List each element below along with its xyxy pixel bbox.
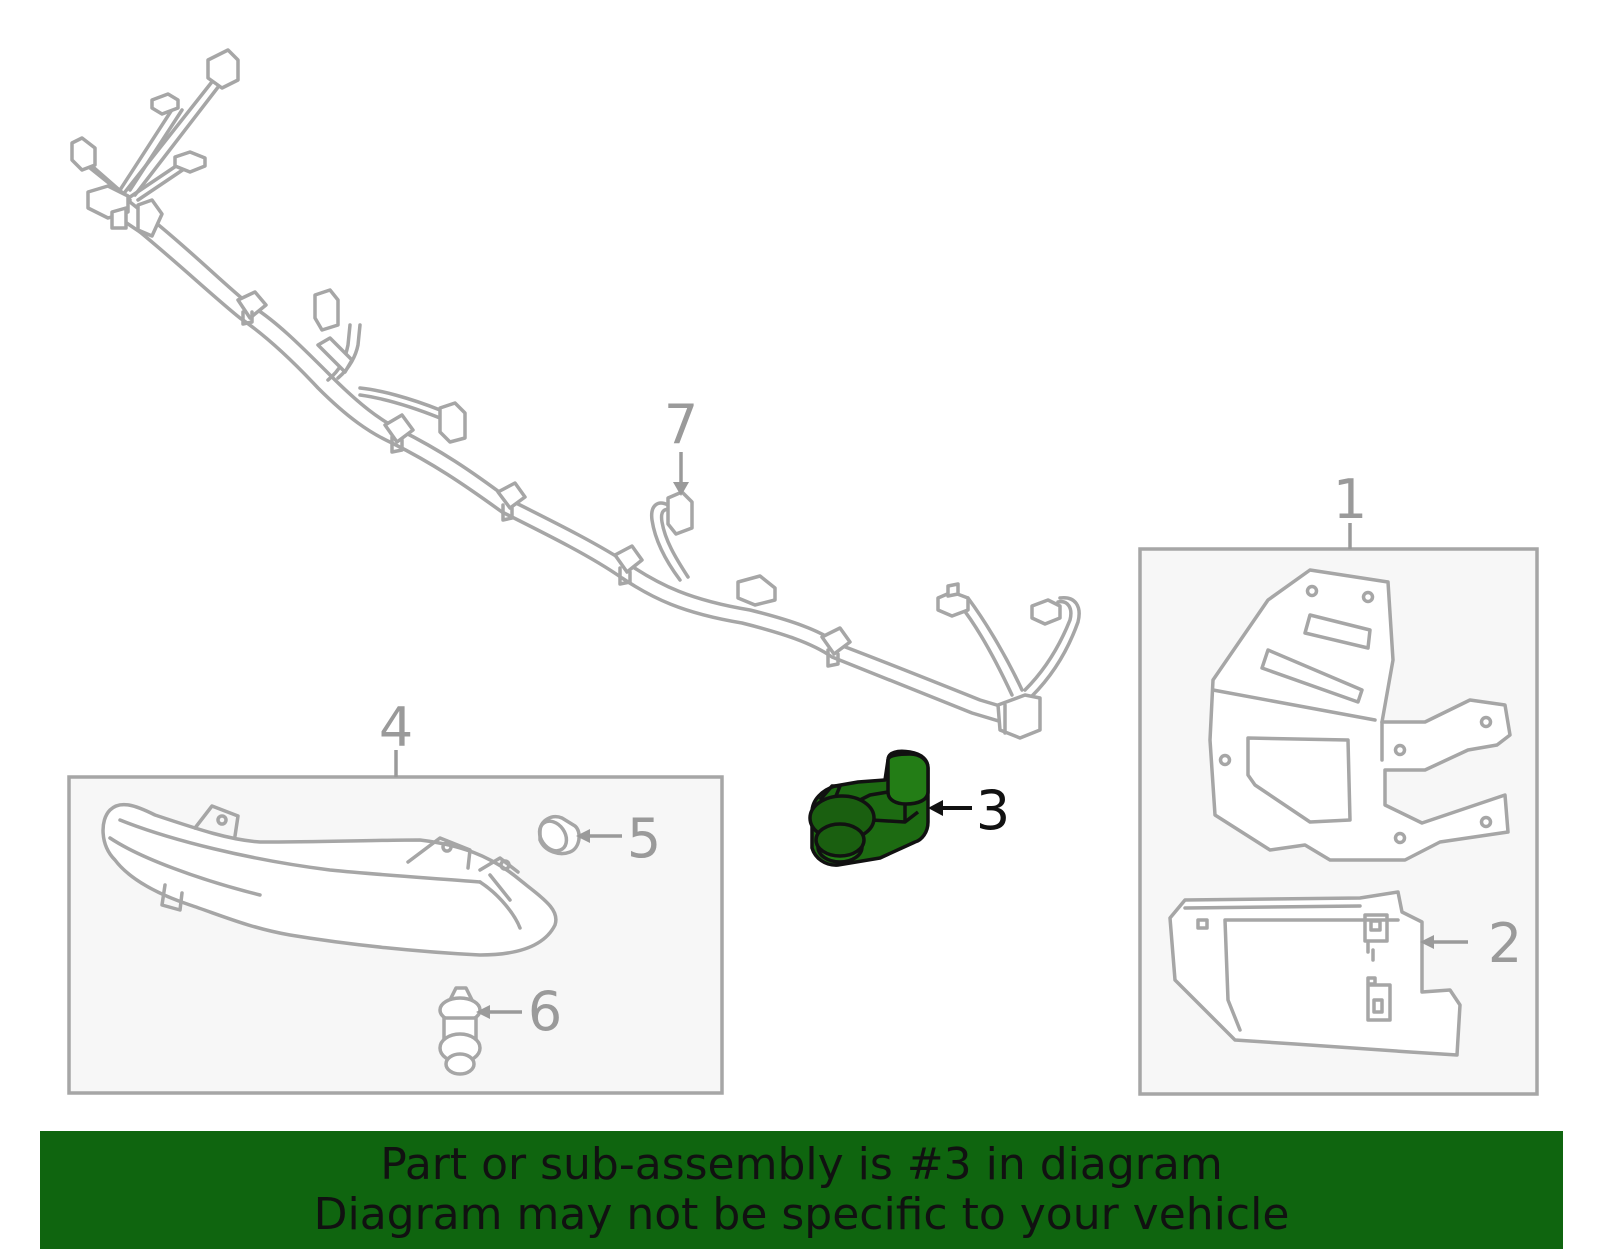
info-banner: Part or sub-assembly is #3 in diagram Di… [40, 1131, 1563, 1249]
sensor-bracket [1208, 568, 1512, 862]
callout-4-label: 4 [379, 696, 413, 759]
callout-2-label: 2 [1488, 912, 1522, 975]
reflector-group-box: 4 [67, 696, 724, 1095]
banner-line-1: Part or sub-assembly is #3 in diagram [380, 1139, 1223, 1190]
callout-3-label: 3 [976, 779, 1010, 842]
callout-7-label: 7 [664, 393, 698, 456]
callout-6: 6 [476, 980, 562, 1043]
parking-sensor-highlighted [808, 749, 930, 867]
callout-5: 5 [576, 807, 661, 870]
push-clip [438, 986, 482, 1076]
callout-3: 3 [928, 779, 1010, 842]
rear-reflector [101, 802, 558, 957]
wiring-harness [70, 48, 1081, 740]
callout-6-label: 6 [528, 980, 562, 1043]
banner-line-2: Diagram may not be specific to your vehi… [313, 1189, 1290, 1240]
callout-5-label: 5 [627, 807, 661, 870]
callout-1-label: 1 [1333, 468, 1367, 531]
grommet [537, 815, 581, 856]
bracket-group-box: 1 [1138, 468, 1539, 1096]
callout-2: 2 [1420, 912, 1522, 975]
callout-7: 7 [664, 393, 698, 496]
